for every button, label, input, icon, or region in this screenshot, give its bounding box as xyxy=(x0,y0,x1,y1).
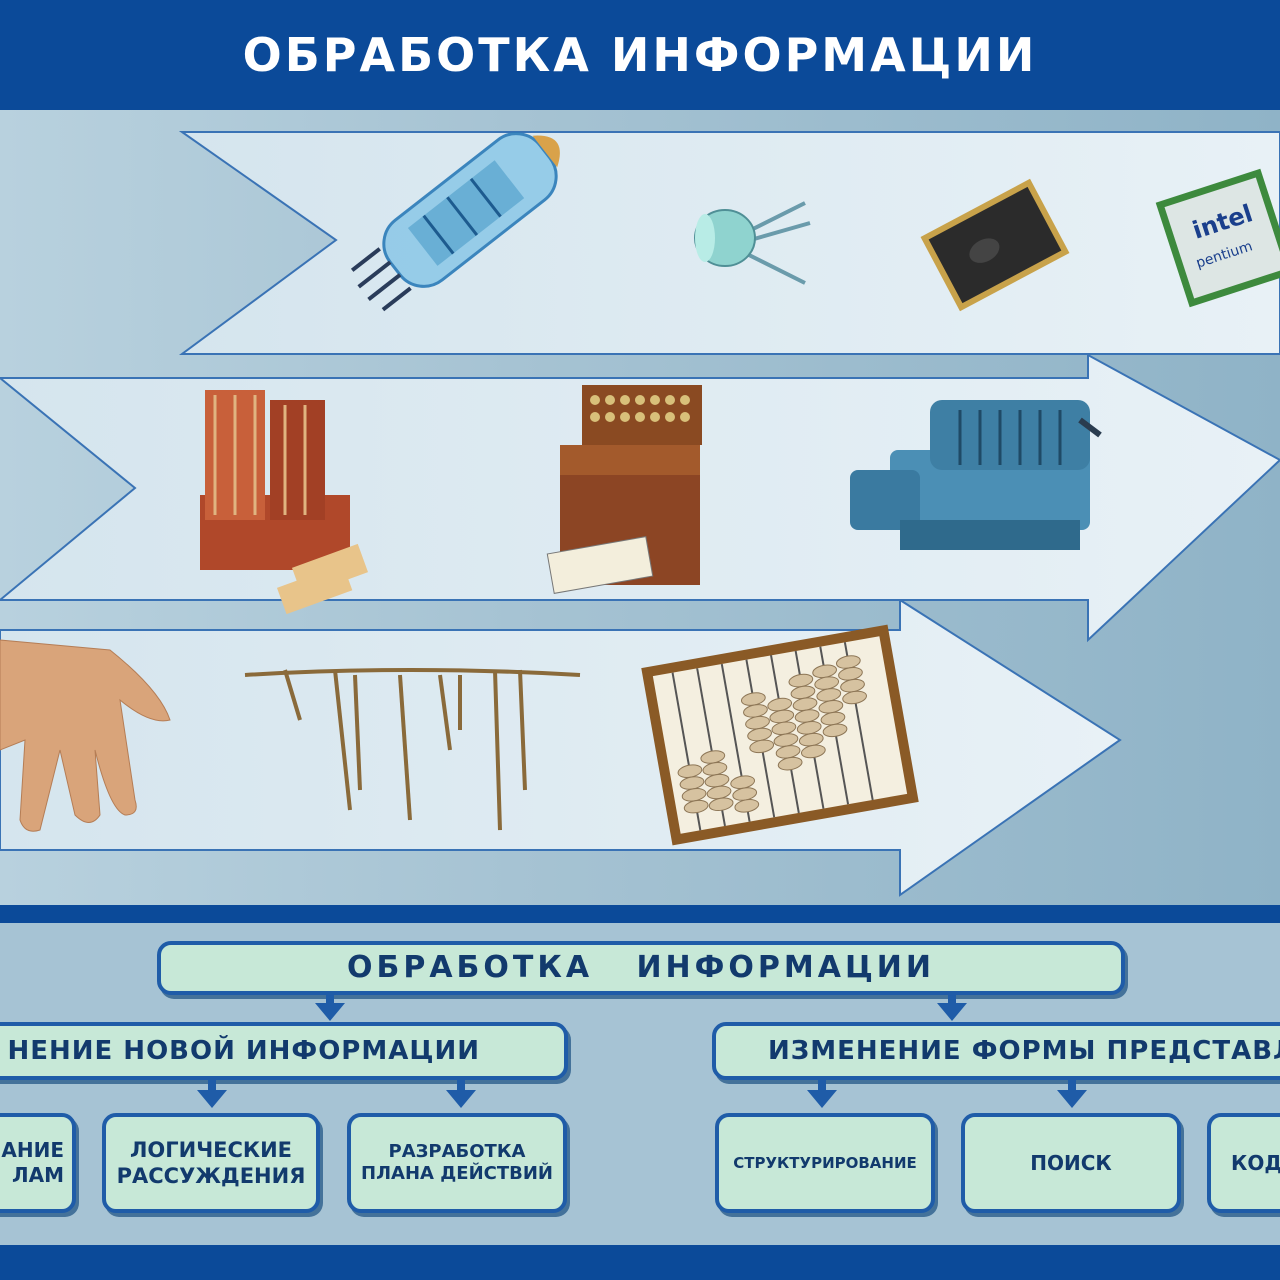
abacus-icon xyxy=(641,624,919,846)
child-line1: КОД xyxy=(1231,1150,1280,1175)
scheme-right-child-1: СТРУКТУРИРОВАНИЕ xyxy=(715,1113,935,1213)
babbage-engine-icon xyxy=(200,390,369,615)
hand-icon xyxy=(0,639,171,832)
child-line2: РАССУЖДЕНИЯ xyxy=(116,1164,306,1188)
scheme-left-child-1: ВАНИЕ ЛАМ xyxy=(0,1113,76,1213)
connector-root-left xyxy=(326,995,334,1003)
scheme-root-box: ОБРАБОТКА ИНФОРМАЦИИ xyxy=(157,941,1125,995)
section-divider xyxy=(0,905,1280,923)
connector-root-right xyxy=(948,995,956,1003)
child-line1: СТРУКТУРИРОВАНИЕ xyxy=(733,1153,917,1172)
connector xyxy=(457,1080,465,1090)
scheme-left-child-3: РАЗРАБОТКА ПЛАНА ДЕЙСТВИЙ xyxy=(347,1113,567,1213)
scheme-root-label: ОБРАБОТКА ИНФОРМАЦИИ xyxy=(346,950,936,986)
connector xyxy=(818,1080,826,1090)
footer-bar xyxy=(0,1245,1280,1280)
scheme-right-child-2: ПОИСК xyxy=(961,1113,1181,1213)
child-line1: ВАНИЕ xyxy=(0,1138,64,1162)
scheme-right-child-3: КОД xyxy=(1207,1113,1280,1213)
arrow-down-icon xyxy=(1057,1090,1087,1108)
scheme-right-branch-label: ИЗМЕНЕНИЕ ФОРМЫ ПРЕДСТАВЛ xyxy=(768,1035,1280,1066)
arrow-down-icon xyxy=(446,1090,476,1108)
header-banner: ОБРАБОТКА ИНФОРМАЦИИ xyxy=(0,0,1280,110)
vacuum-tube-icon xyxy=(350,132,560,312)
hollerith-tabulator-icon xyxy=(546,385,702,594)
connector xyxy=(1068,1080,1076,1090)
child-line2: ПЛАНА ДЕЙСТВИЙ xyxy=(361,1163,553,1184)
quipu-icon xyxy=(244,668,581,831)
arithmometer-icon xyxy=(850,400,1102,550)
intel-pentium-processor-icon: intel pentium xyxy=(1155,168,1280,308)
child-line1: ПОИСК xyxy=(1030,1150,1112,1175)
transistor-icon xyxy=(694,201,811,285)
arrow-down-icon xyxy=(197,1090,227,1108)
arrow-down-icon xyxy=(937,1003,967,1021)
scheme-right-branch-box: ИЗМЕНЕНИЕ ФОРМЫ ПРЕДСТАВЛ xyxy=(712,1022,1280,1080)
connector xyxy=(208,1080,216,1090)
history-illustration: intel pentium xyxy=(0,110,1280,910)
child-line2: ЛАМ xyxy=(12,1163,64,1187)
timeline-arrows: intel pentium xyxy=(0,131,1280,897)
arrow-row-manual xyxy=(0,598,1122,897)
child-line1: ЛОГИЧЕСКИЕ xyxy=(129,1137,293,1162)
microchip-icon xyxy=(920,178,1070,312)
child-line1: РАЗРАБОТКА xyxy=(388,1140,526,1162)
scheme-left-child-2: ЛОГИЧЕСКИЕ РАССУЖДЕНИЯ xyxy=(102,1113,320,1213)
arrow-down-icon xyxy=(315,1003,345,1021)
scheme-left-branch-box: НЕНИЕ НОВОЙ ИНФОРМАЦИИ xyxy=(0,1022,568,1080)
scheme-left-branch-label: НЕНИЕ НОВОЙ ИНФОРМАЦИИ xyxy=(7,1035,480,1066)
page-title: ОБРАБОТКА ИНФОРМАЦИИ xyxy=(242,28,1038,82)
arrow-down-icon xyxy=(807,1090,837,1108)
